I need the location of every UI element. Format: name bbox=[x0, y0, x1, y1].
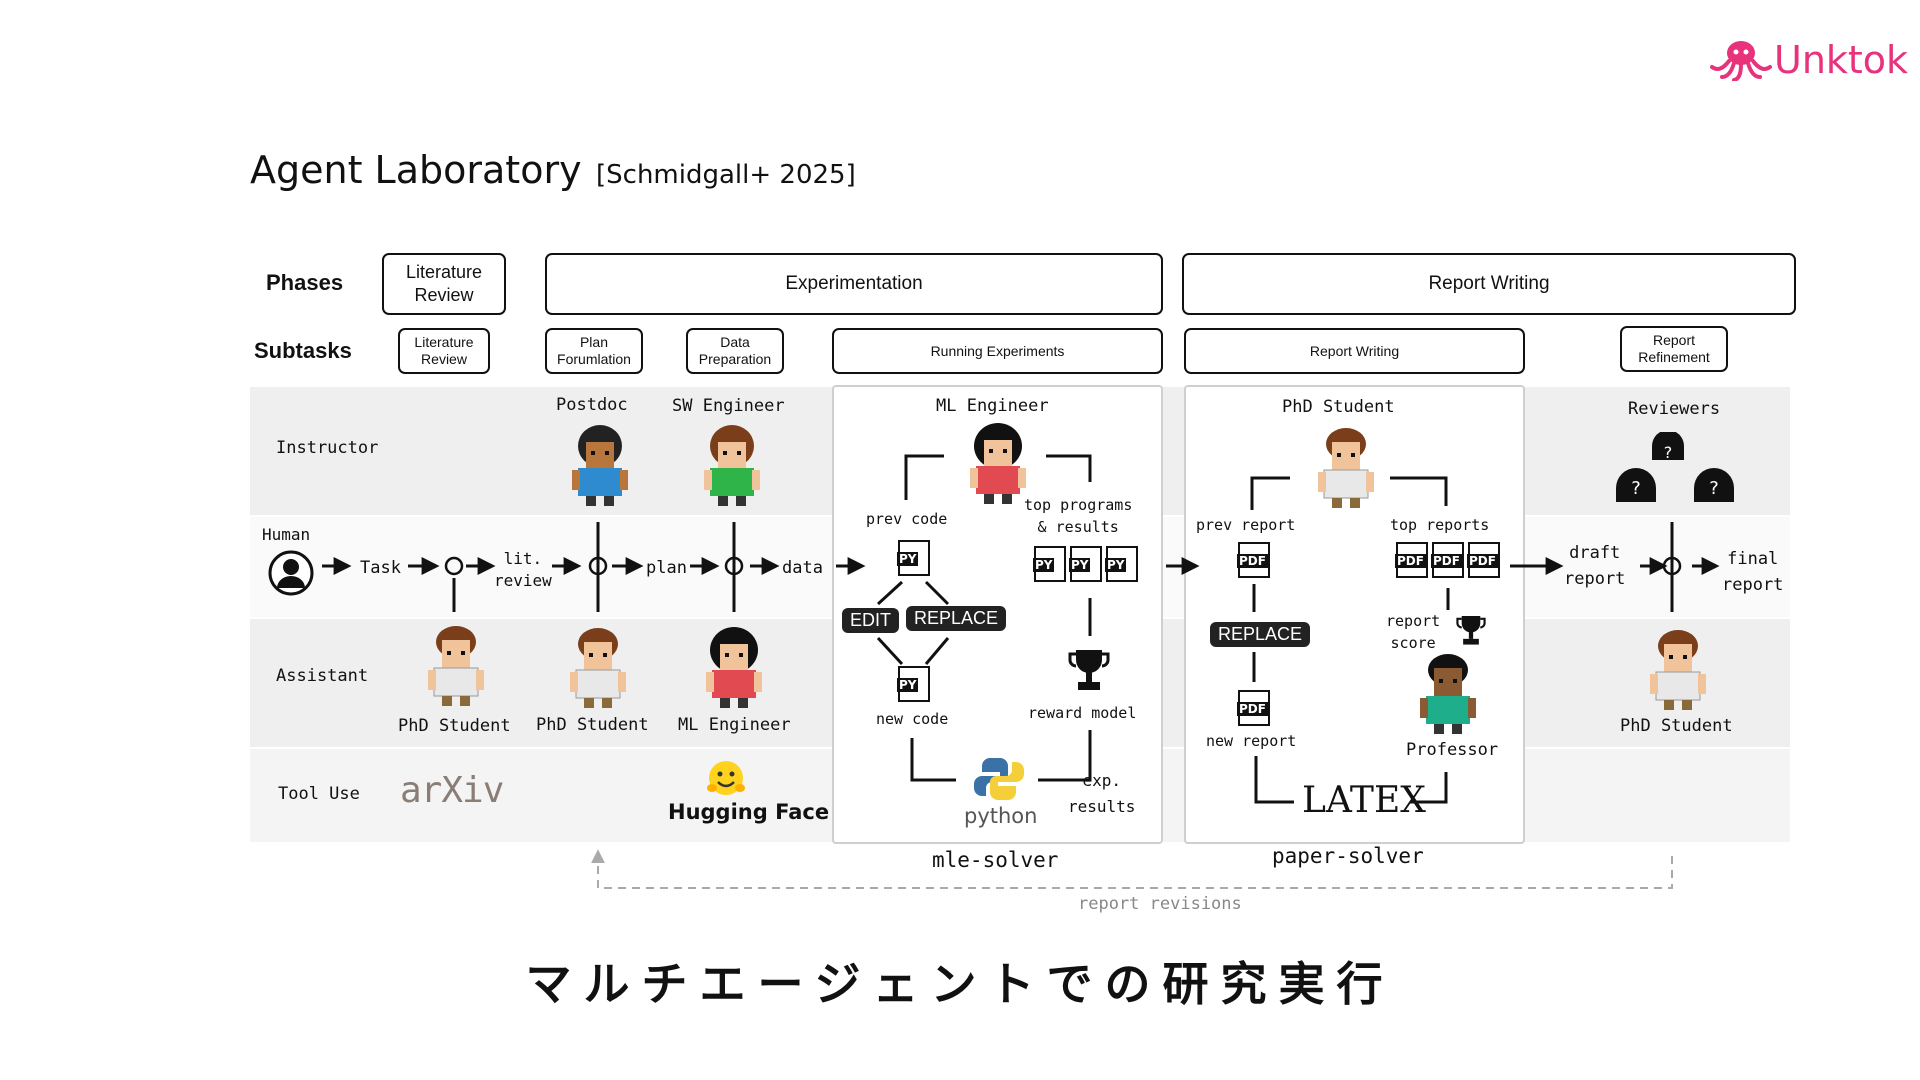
avatar-ml-engineer-top bbox=[970, 422, 1026, 509]
role-phd-student-1: PhD Student bbox=[398, 716, 511, 736]
flow-data: data bbox=[782, 558, 823, 578]
mle-prev-code: prev code bbox=[866, 510, 948, 528]
pdf-file-icon-new: PDF bbox=[1237, 690, 1270, 726]
pdf-file-icon-top-3: PDF bbox=[1467, 542, 1500, 578]
flow-draft-report: draft report bbox=[1564, 543, 1626, 589]
role-postdoc: Postdoc bbox=[556, 395, 628, 415]
octopus-icon bbox=[1710, 41, 1772, 81]
pdf-file-icon-top-1: PDF bbox=[1395, 542, 1428, 578]
avatar-phd-student-2 bbox=[570, 626, 626, 713]
role-ml-engineer-bottom: ML Engineer bbox=[678, 715, 791, 735]
svg-text:?: ? bbox=[1631, 478, 1641, 499]
lane-label-human: Human bbox=[262, 525, 311, 544]
paper-prev-report: prev report bbox=[1196, 516, 1296, 534]
phases-label: Phases bbox=[266, 270, 344, 295]
pdf-file-icon-top-2: PDF bbox=[1431, 542, 1464, 578]
brand-name: Unktok bbox=[1774, 38, 1909, 82]
avatar-phd-student-3 bbox=[1650, 628, 1706, 715]
paper-replace-tag: REPLACE bbox=[1210, 622, 1311, 647]
role-phd-student-3: PhD Student bbox=[1620, 716, 1733, 736]
avatar-postdoc bbox=[572, 424, 628, 511]
svg-text:?: ? bbox=[1709, 478, 1719, 499]
lane-label-instructor: Instructor bbox=[276, 438, 379, 458]
py-file-icon-prev: PY bbox=[897, 540, 930, 576]
mle-exp-results: exp. results bbox=[1068, 771, 1136, 816]
paper-report-score: report score bbox=[1386, 612, 1441, 652]
role-phd-student-top: PhD Student bbox=[1282, 397, 1395, 417]
role-ml-engineer-top: ML Engineer bbox=[936, 396, 1049, 416]
caption: マルチエージェントでの研究実行 bbox=[525, 957, 1395, 1011]
mle-reward-model: reward model bbox=[1028, 704, 1137, 722]
phase-report-writing: Report Writing bbox=[1182, 253, 1796, 315]
python-label: python bbox=[964, 804, 1038, 828]
lane-label-tool-use: Tool Use bbox=[278, 784, 360, 804]
latex-logo: LATEX bbox=[1302, 780, 1426, 821]
subtask-report-refinement: Report Refinement bbox=[1620, 326, 1728, 372]
py-file-icon-new: PY bbox=[897, 666, 930, 702]
role-professor: Professor bbox=[1406, 740, 1499, 760]
mle-replace-tag: REPLACE bbox=[906, 606, 1007, 631]
title-main: Agent Laboratory bbox=[250, 148, 582, 192]
python-logo-icon bbox=[974, 756, 1024, 807]
flow-plan: plan bbox=[646, 558, 687, 578]
subtask-plan-formulation: Plan Forumlation bbox=[545, 328, 643, 374]
paper-top-reports: top reports bbox=[1390, 516, 1490, 534]
py-file-icon-top-2: PY bbox=[1069, 546, 1102, 582]
flow-task: Task bbox=[360, 558, 401, 578]
avatar-professor bbox=[1420, 652, 1476, 739]
title-citation: [Schmidgall+ 2025] bbox=[596, 160, 856, 190]
page-title: Agent Laboratory [Schmidgall+ 2025] bbox=[250, 148, 856, 192]
human-avatar-icon bbox=[268, 550, 314, 601]
phase-literature-review: Literature Review bbox=[382, 253, 506, 315]
mle-solver-label: mle-solver bbox=[932, 848, 1059, 872]
svg-text:?: ? bbox=[1664, 443, 1673, 462]
trophy-icon-reward bbox=[1068, 648, 1110, 699]
avatar-phd-student-top bbox=[1318, 426, 1374, 513]
mle-top-programs: top programs & results bbox=[1024, 496, 1133, 536]
subtask-data-preparation: Data Preparation bbox=[686, 328, 784, 374]
flow-lit-review: lit. review bbox=[494, 549, 552, 590]
subtasks-label: Subtasks bbox=[254, 338, 352, 363]
subtask-report-writing: Report Writing bbox=[1184, 328, 1525, 374]
role-phd-student-2: PhD Student bbox=[536, 715, 649, 735]
hugging-face-icon bbox=[706, 758, 746, 803]
reviewers-icon: ? ? ? bbox=[1614, 430, 1744, 509]
avatar-ml-engineer-bottom bbox=[706, 626, 762, 713]
subtask-literature-review: Literature Review bbox=[398, 328, 490, 374]
phase-experimentation: Experimentation bbox=[545, 253, 1163, 315]
subtask-running-experiments: Running Experiments bbox=[832, 328, 1163, 374]
hugging-face-label: Hugging Face bbox=[668, 800, 830, 824]
py-file-icon-top-1: PY bbox=[1033, 546, 1066, 582]
role-sw-engineer: SW Engineer bbox=[672, 396, 785, 416]
pdf-file-icon-prev: PDF bbox=[1237, 542, 1270, 578]
paper-solver-label: paper-solver bbox=[1272, 844, 1424, 868]
paper-new-report: new report bbox=[1206, 732, 1297, 750]
brand-logo: Unktok bbox=[1710, 38, 1908, 82]
avatar-sw-engineer bbox=[704, 424, 760, 511]
py-file-icon-top-3: PY bbox=[1105, 546, 1138, 582]
role-reviewers: Reviewers bbox=[1628, 399, 1721, 419]
avatar-phd-student-1 bbox=[428, 624, 484, 711]
flow-final-report: final report bbox=[1722, 549, 1784, 595]
mle-edit-tag: EDIT bbox=[842, 608, 900, 633]
trophy-icon-score bbox=[1456, 614, 1486, 653]
arxiv-logo: arXiv bbox=[400, 770, 504, 811]
mle-new-code: new code bbox=[876, 710, 949, 728]
lane-label-assistant: Assistant bbox=[276, 666, 369, 686]
report-revisions-label: report revisions bbox=[1078, 894, 1242, 914]
